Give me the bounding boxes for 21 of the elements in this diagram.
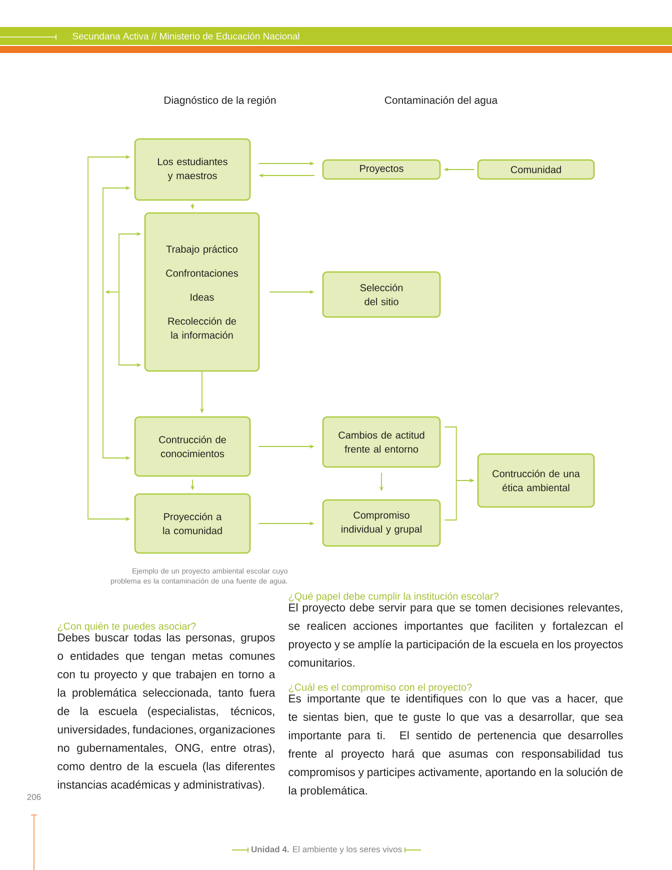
process-box: Trabajo práctico Confrontaciones Ideas Recolección de la información [144,212,260,372]
process-box: Contrucción de una ética ambiental [477,453,595,508]
section-heading: ¿Con quién te puedes asociar? [58,622,196,632]
process-box: Contrucción de conocimientos [134,416,251,477]
paragraph: Debes buscar todas las personas, grupos o entidades que tengan metas comunes con tu proyecto y que trabajen en torno a la problemática seleccionada, tanto fuera de la escuela (especialistas, técnicos, universidades, fundaciones, organizaciones no gubernamentales, ONG, entre otras), como dentro de la escuela (las diferentes instancias académicas y administrativas). [58,633,276,791]
process-box: Selección del sitio [322,271,441,318]
process-box: Proyección a la comunidad [134,493,251,554]
process-box: Comunidad [477,159,595,180]
column-heading: Contaminación del agua [384,96,498,106]
page-number: 206 [27,794,41,800]
footer-text: Unidad 4. El ambiente y los seres vivos [252,846,402,854]
header-text: Secundana Activa // Ministerio de Educación Nacional [72,32,300,40]
process-box: Proyectos [322,159,441,180]
process-box: Cambios de actitud frente al entorno [322,416,441,468]
column-heading: Diagnóstico de la región [164,96,276,106]
paragraph: El proyecto debe servir para que se tomen decisiones relevantes, se realicen acciones importantes que faciliten y fortalezcan el proyecto y se amplíe la participación de la escuela en los proyectos comunitarios. [288,603,623,667]
section-heading: ¿Cuál es el compromiso con el proyecto? [288,683,472,693]
paragraph: Es importante que te identifiques con lo que vas a hacer, que te sientas bien, que te guste lo que vas a desarrollar, que sea importante para ti. El sentido de pertenencia que desarrolles frente al proyecto hará que asumas con responsabilidad tus compromisos y participes activamente, aportando en la solución de la problemática. [288,694,624,797]
section-heading: ¿Qué papel debe cumplir la institución escolar? [288,592,498,602]
process-box: Compromiso individual y grupal [322,499,441,547]
process-box: Los estudiantes y maestros [134,138,251,201]
